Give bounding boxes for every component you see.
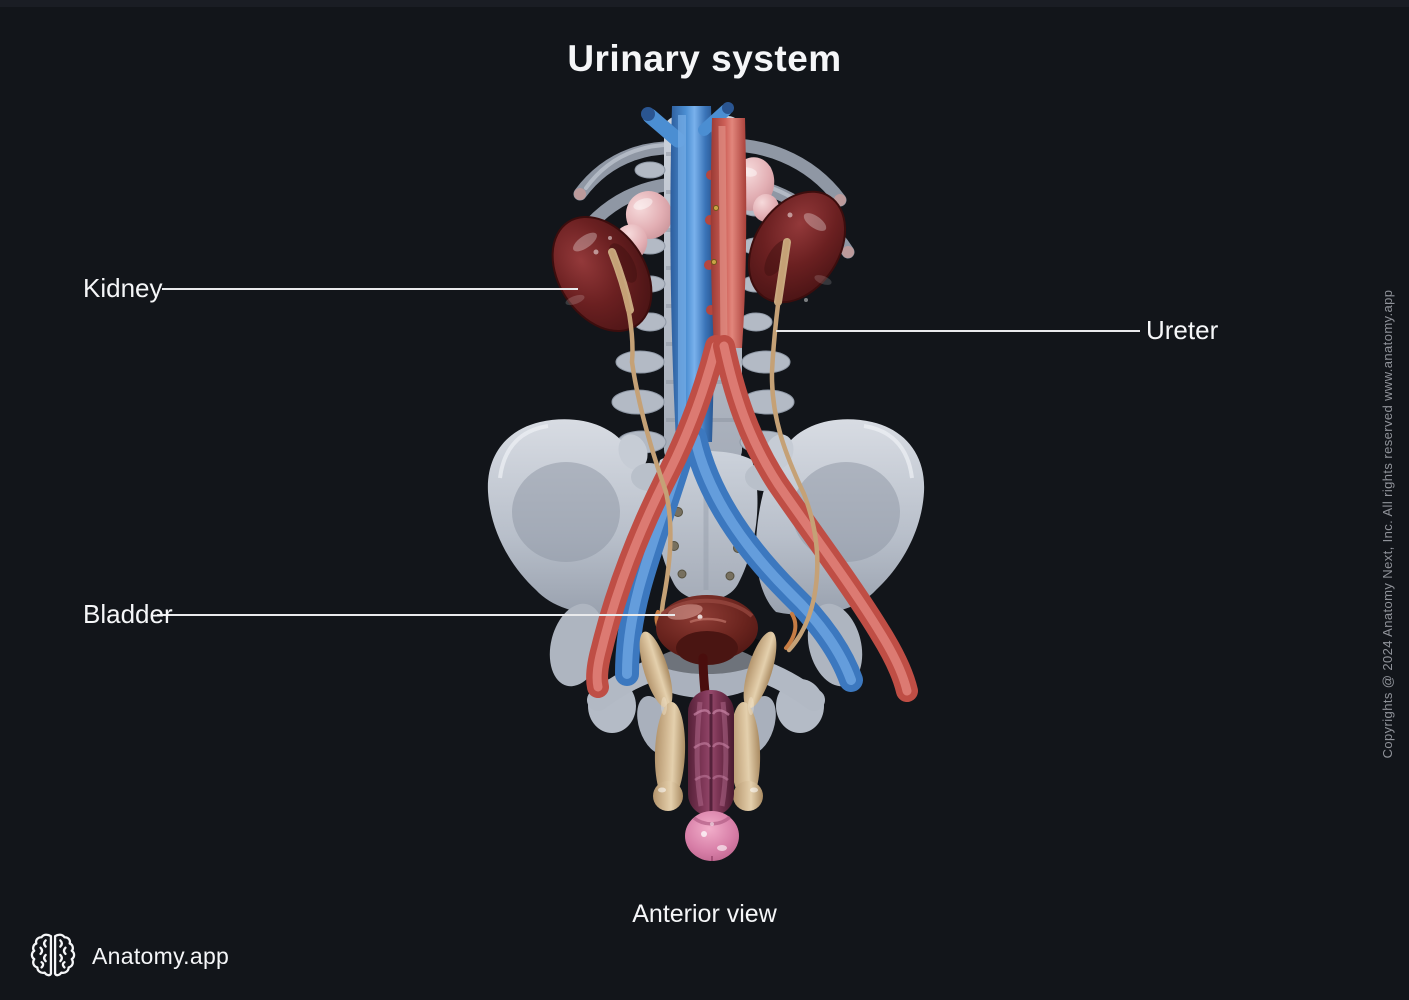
copyright-notice: Copyrights @ 2024 Anatomy Next, Inc. All… [1380,289,1395,759]
glans [685,811,739,861]
right-kidney [747,190,847,304]
inferior-vena-cava [615,102,863,692]
corpus [688,690,734,816]
ureter-leader-line [776,330,1140,332]
top-sheen [0,0,1409,7]
pelvis [487,419,925,754]
bladder-leader-line [157,614,675,616]
view-caption: Anterior view [632,900,777,928]
brand-lockup[interactable]: Anatomy.app [28,931,229,981]
brain-icon [28,931,78,981]
genitals [639,631,777,861]
abdominal-aorta [586,118,918,702]
kidneys [551,190,847,333]
kidney-label: Kidney [83,273,163,303]
page-title: Urinary system [567,38,842,79]
kidney-leader-line [162,288,578,290]
bladder-label: Bladder [83,599,173,629]
bladder-organ [645,595,769,717]
ureter-label: Ureter [1146,315,1219,345]
brand-name: Anatomy.app [92,942,230,969]
